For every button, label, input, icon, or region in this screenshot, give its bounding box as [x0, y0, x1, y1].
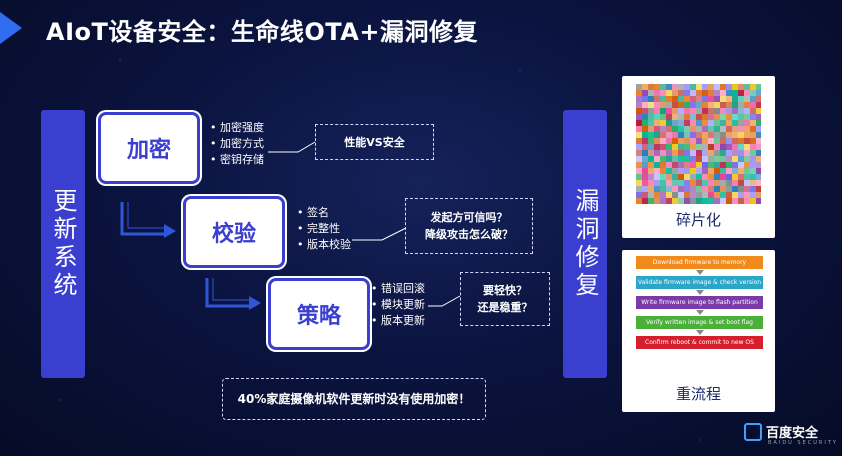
flow-step: Download firmware to memory: [636, 256, 763, 275]
connector-line: [268, 141, 316, 153]
logo-name: 百度安全: [766, 426, 819, 441]
update-system-label: 更新系统: [49, 188, 77, 300]
connector-line: [352, 227, 407, 241]
flow-step: Write firmware image to flash partition: [636, 296, 763, 315]
step-strategy: 策略: [268, 278, 370, 350]
note-strategy-questions: 要轻快？ 还是稳重？: [460, 272, 550, 326]
step-arrow-icon: [205, 278, 261, 310]
connector-line: [428, 295, 461, 307]
bottom-statistic-note: 40%家庭摄像机软件更新时没有使用加密！: [222, 378, 486, 420]
flow-step: Confirm reboot & commit to new OS: [636, 336, 763, 349]
vuln-fix-label: 漏洞修复: [571, 188, 599, 300]
list-item: 完整性: [297, 221, 351, 237]
list-item: 错误回滚: [371, 281, 425, 297]
note-line: 还是稳重？: [477, 301, 533, 314]
flow-arrow-icon: [695, 310, 704, 315]
note-line: 要轻快？: [483, 284, 527, 297]
note-verification-questions: 发起方可信吗？ 降级攻击怎么破？: [405, 198, 533, 254]
list-item: 模块更新: [371, 297, 425, 313]
fragmentation-panel: 碎片化: [622, 76, 775, 238]
note-line: 发起方可信吗？: [430, 211, 508, 224]
vuln-fix-bar: 漏洞修复: [563, 110, 607, 378]
note-line: 降级攻击怎么破？: [425, 228, 513, 241]
encryption-bullets: 加密强度 加密方式 密钥存储: [210, 120, 264, 168]
list-item: 版本校验: [297, 237, 351, 253]
slide-title: AIoT设备安全：生命线OTA+漏洞修复: [46, 18, 478, 46]
step-arrow-icon: [120, 202, 176, 238]
logo-subtitle: BAIDU SECURITY: [768, 440, 838, 446]
update-system-bar: 更新系统: [41, 110, 85, 378]
list-item: 加密方式: [210, 136, 264, 152]
title-accent-icon: [0, 12, 22, 44]
step-encryption: 加密: [98, 112, 200, 184]
flow-step: Verify written image & set boot flag: [636, 316, 763, 335]
fragmentation-mosaic-image: [636, 84, 761, 204]
verification-bullets: 签名 完整性 版本校验: [297, 205, 351, 253]
flow-arrow-icon: [695, 290, 704, 295]
flow-arrow-icon: [695, 270, 704, 275]
shield-icon: [744, 422, 762, 441]
list-item: 版本更新: [371, 313, 425, 329]
list-item: 密钥存储: [210, 152, 264, 168]
strategy-bullets: 错误回滚 模块更新 版本更新: [371, 281, 425, 329]
flow-arrow-icon: [695, 330, 704, 335]
step-verification: 校验: [183, 196, 285, 268]
note-performance-vs-security: 性能VS安全: [315, 124, 434, 160]
list-item: 签名: [297, 205, 351, 221]
process-label: 重流程: [675, 385, 721, 403]
flow-step: Validate firmware image & check version: [636, 276, 763, 295]
fragmentation-label: 碎片化: [675, 211, 721, 229]
list-item: 加密强度: [210, 120, 264, 136]
baidu-security-logo: 百度安全: [744, 422, 818, 441]
